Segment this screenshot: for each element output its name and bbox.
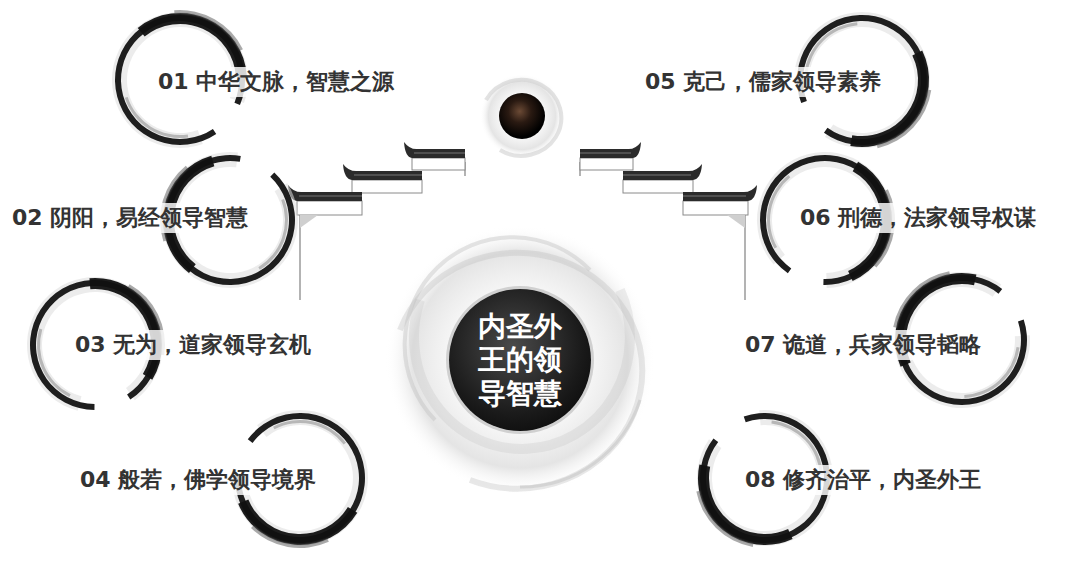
brush-stroke [37,329,71,397]
brush-stroke [696,491,753,547]
item-label: 01 中华文脉，智慧之源 [154,67,398,97]
brush-stroke [125,97,188,138]
tile-line [299,196,362,197]
brush-stroke [850,51,929,147]
brush-stroke [273,420,346,445]
eave-roof [580,142,757,300]
item-label: 07 诡道，兵家领导韬略 [741,330,985,360]
tile-line [414,153,465,154]
brush-stroke [877,90,932,149]
ink-ring-item: 08 修齐治平，内圣外王 [741,465,985,495]
brush-stroke [174,10,243,51]
brush-stroke [767,175,790,248]
item-label: 05 克己，儒家领导素养 [641,67,885,97]
eave-roof [288,142,465,300]
roof-tile [404,142,465,158]
ink-ring-item: 05 克己，儒家领导素养 [641,67,885,97]
brush-stroke [258,199,288,270]
brush-stroke [251,525,329,548]
ink-ring-item: 01 中华文脉，智慧之源 [154,67,398,97]
brush-stroke [893,271,950,328]
gable-wall [297,201,362,215]
item-label: 08 修齐治平，内圣外王 [741,465,985,495]
swirl-stroke [486,80,561,156]
swirl-strokes [400,237,642,489]
brush-stroke [238,500,357,545]
dot-swirl [480,74,564,158]
ink-swirl [385,225,655,495]
ink-ring-item: 04 般若，佛学领导境界 [76,465,320,495]
item-label: 03 无为，道家领导玄机 [71,330,315,360]
ink-ring-item: 06 刑德，法家领导权谋 [796,203,1040,233]
ink-ring-item: 03 无为，道家领导玄机 [71,330,315,360]
ink-dot [499,93,545,139]
ink-ring-item: 07 诡道，兵家领导韬略 [741,330,985,360]
center-title: 内圣外王的领导智慧 [477,310,562,411]
center-circle: 内圣外王的领导智慧 [449,289,591,431]
roof-tile [343,164,422,180]
ink-ring-item: 02 阴阳，易经领导智慧 [8,203,252,233]
swirl-stroke [400,253,642,489]
tile-line [354,175,422,176]
brush-stroke [89,278,162,380]
gable-wall [352,180,422,193]
bracket [300,215,318,228]
item-label: 02 阴阳，易经领导智慧 [8,203,252,233]
roof-tile [288,185,362,201]
item-label: 04 般若，佛学领导境界 [76,465,320,495]
gable-wall [412,158,465,170]
item-label: 06 刑德，法家领导权谋 [796,203,1040,233]
